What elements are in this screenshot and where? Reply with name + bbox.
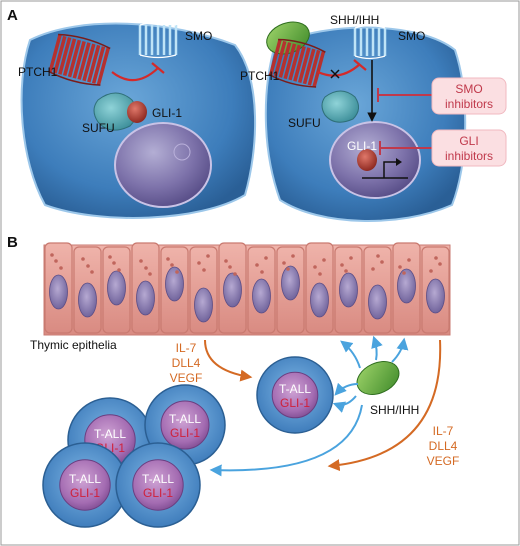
label-ligand-right: SHH/IHH bbox=[330, 13, 379, 27]
epithelial-cell bbox=[421, 246, 450, 334]
smo-inhibitors-box bbox=[431, 77, 507, 115]
label-sufu-right: SUFU bbox=[288, 116, 321, 130]
factor-right-il7: IL-7 bbox=[433, 424, 454, 438]
epithelial-nucleus bbox=[426, 278, 445, 314]
gli-inhibitors-line2: inhibitors bbox=[445, 149, 493, 163]
transcription-arrow bbox=[362, 161, 408, 179]
label-sufu-left: SUFU bbox=[82, 121, 115, 135]
tall-label: T-ALL bbox=[142, 472, 174, 486]
epithelial-cell bbox=[160, 246, 189, 334]
epithelial-nucleus bbox=[281, 265, 300, 301]
epithelial-cell bbox=[131, 242, 160, 334]
tall-gli-label: GLI-1 bbox=[143, 486, 173, 500]
epithelial-cell bbox=[44, 242, 73, 334]
gli1-protein-right bbox=[357, 149, 377, 171]
smo-receptor-right bbox=[353, 24, 387, 60]
panel-a-label: A bbox=[7, 7, 18, 24]
tall-label: T-ALL bbox=[169, 412, 201, 426]
epithelial-cell bbox=[102, 246, 131, 334]
label-gli1-right: GLI-1 bbox=[347, 139, 377, 153]
factor-left-il7: IL-7 bbox=[176, 341, 197, 355]
tall-gli-label: GLI-1 bbox=[280, 396, 310, 410]
label-thymic-epithelia: Thymic epithelia bbox=[30, 338, 117, 352]
ptch1-inhibition-blocked bbox=[317, 63, 361, 77]
tall-label: T-ALL bbox=[94, 427, 126, 441]
sufu-protein-right bbox=[321, 90, 359, 123]
inhibit-bar-right bbox=[353, 59, 367, 71]
panel-b-label: B bbox=[7, 234, 18, 251]
sufu-protein-left bbox=[93, 92, 137, 131]
label-gli1-left: GLI-1 bbox=[152, 106, 182, 120]
ligand-arrow-to-tcell-2 bbox=[332, 395, 357, 413]
ptch1-receptor-right bbox=[268, 38, 326, 88]
label-ptch1-right: PTCH1 bbox=[240, 69, 280, 83]
epithelial-nucleus bbox=[339, 272, 358, 308]
inhibit-bar-left bbox=[151, 62, 165, 74]
left-cell: PTCH1 SMO SUFU GLI-1 bbox=[18, 21, 257, 219]
epithelial-nucleus bbox=[194, 287, 213, 323]
smo-inhibitors-callout: SMO inhibitors bbox=[377, 77, 507, 115]
epithelial-cell bbox=[305, 242, 334, 334]
epithelial-cell bbox=[247, 246, 276, 334]
epithelial-nucleus bbox=[49, 274, 68, 310]
epithelial-nucleus bbox=[107, 270, 126, 306]
epithelial-cell bbox=[276, 246, 305, 334]
factor-left-vegf: VEGF bbox=[170, 371, 203, 385]
epithelial-cell bbox=[392, 242, 421, 334]
epithelial-cell bbox=[363, 246, 392, 334]
gli-inhibitors-line1: GLI bbox=[459, 134, 478, 148]
tall-label: T-ALL bbox=[69, 472, 101, 486]
left-nucleus bbox=[114, 122, 212, 208]
factor-arrow-right bbox=[327, 339, 442, 472]
label-ptch1-left: PTCH1 bbox=[18, 65, 58, 79]
tall-gli-label: GLI-1 bbox=[70, 486, 100, 500]
ligand-arrow-to-cluster bbox=[209, 404, 363, 477]
epithelial-nucleus bbox=[78, 282, 97, 318]
factor-left-dll4: DLL4 bbox=[172, 356, 201, 370]
factor-arrow-left bbox=[204, 339, 253, 382]
label-smo-left: SMO bbox=[185, 29, 212, 43]
right-cell: SHH/IHH SMO PTCH1 SUFU GLI-1 bbox=[240, 13, 467, 222]
smo-inhibitors-line1: SMO bbox=[455, 82, 482, 96]
factor-right-vegf: VEGF bbox=[427, 454, 460, 468]
left-nucleolus bbox=[173, 143, 191, 161]
smo-receptor-left bbox=[138, 21, 178, 59]
label-ligand-b: SHH/IHH bbox=[370, 403, 419, 417]
gli1-protein-left bbox=[127, 101, 147, 123]
epithelial-nucleus bbox=[397, 268, 416, 304]
gli-inhibitors-callout: GLI inhibitors bbox=[379, 129, 507, 167]
epithelial-nucleus bbox=[310, 282, 329, 318]
ligand-arrow-up bbox=[371, 335, 383, 361]
smo-inhibitors-line2: inhibitors bbox=[445, 97, 493, 111]
tall-gli-label: GLI-1 bbox=[170, 426, 200, 440]
block-x-icon bbox=[330, 69, 340, 79]
epithelial-cell bbox=[189, 246, 218, 334]
ligand-arrow-up-left bbox=[340, 340, 361, 369]
shh-ihh-ligand-b bbox=[356, 361, 400, 395]
thymic-epithelium bbox=[43, 242, 451, 336]
factor-right-dll4: DLL4 bbox=[429, 439, 458, 453]
epithelial-nucleus bbox=[252, 278, 271, 314]
epithelial-nucleus bbox=[136, 280, 155, 316]
gli-inhibitors-box bbox=[431, 129, 507, 167]
ligand-arrow-to-tcell bbox=[334, 382, 359, 396]
epithelial-nucleus bbox=[165, 266, 184, 302]
tall-label: T-ALL bbox=[279, 382, 311, 396]
epithelial-nucleus bbox=[223, 272, 242, 308]
epithelial-cell bbox=[218, 242, 247, 334]
epithelial-cell bbox=[334, 246, 363, 334]
ptch1-receptor-left bbox=[47, 33, 111, 86]
ligand-arrow-up-right bbox=[391, 337, 409, 363]
epithelial-cell bbox=[73, 246, 102, 334]
label-smo-right: SMO bbox=[398, 29, 425, 43]
ptch1-inhibits-smo-left bbox=[111, 67, 159, 82]
epithelial-nucleus bbox=[368, 284, 387, 320]
